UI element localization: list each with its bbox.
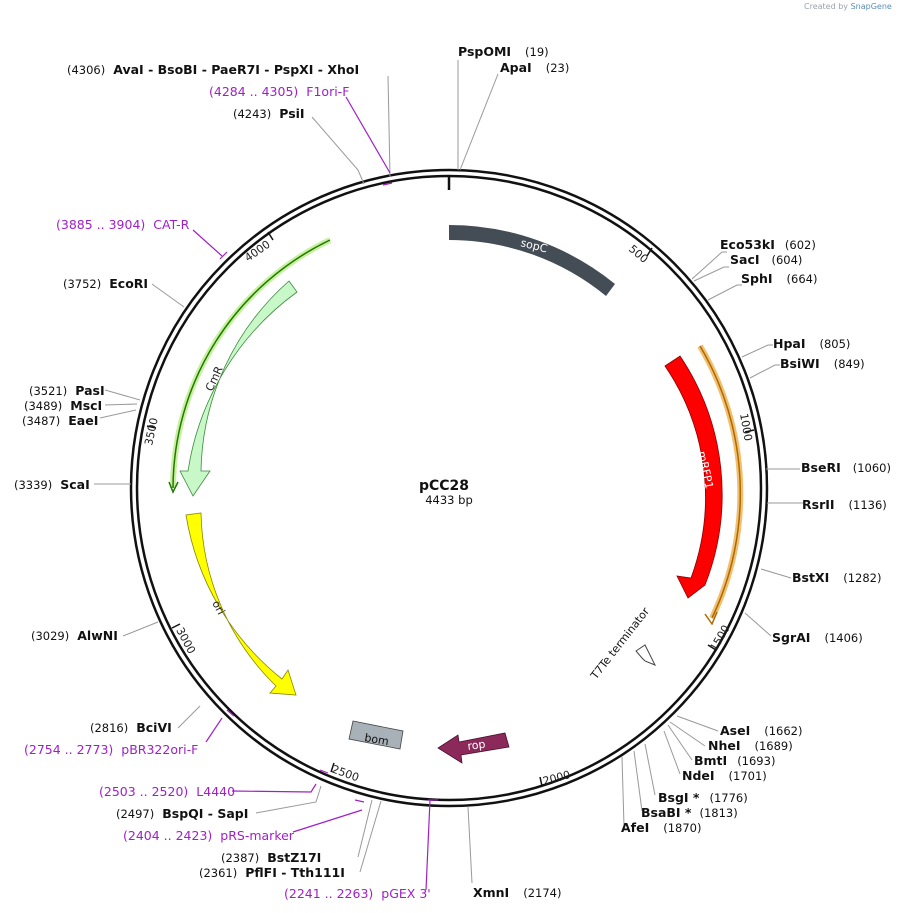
feature-ori[interactable] — [185, 512, 297, 696]
enzyme-site[interactable]: SgrAI(1406) — [772, 630, 863, 645]
enzyme-site[interactable]: (2816)BciVI — [90, 720, 172, 735]
enzyme-labels-left: (2361)PflFI - Tth111I (2387)BstZ17I (249… — [14, 62, 359, 880]
enzyme-site[interactable]: PspOMI(19) — [458, 44, 549, 59]
enzyme-site[interactable]: ApaI(23) — [500, 60, 569, 75]
enzyme-site[interactable]: (2497)BspQI - SapI — [116, 806, 248, 821]
snapgene-brand: SnapGene — [850, 2, 892, 11]
enzyme-site[interactable]: XmnI(2174) — [473, 885, 561, 900]
feature-label-ori: ori — [209, 598, 227, 617]
feature-sopC[interactable] — [449, 225, 615, 296]
primer-site[interactable]: (2404 .. 2423)pRS-marker — [123, 828, 295, 843]
enzyme-site[interactable]: SphI(664) — [741, 271, 817, 286]
feature-label-rop: rop — [467, 738, 487, 753]
enzyme-site[interactable]: (3339)ScaI — [14, 477, 90, 492]
enzyme-site[interactable]: BmtI(1693) — [694, 753, 775, 768]
enzyme-site[interactable]: (3487)EaeI — [22, 413, 98, 428]
feature-T7Te-terminator[interactable] — [635, 644, 657, 666]
leader-lines — [94, 60, 803, 884]
enzyme-site[interactable]: BseRI(1060) — [801, 460, 891, 475]
enzyme-site[interactable]: Eco53kI(602) — [720, 237, 816, 252]
feature-label-CmR: CmR — [203, 364, 226, 393]
tick-label: 3500 — [142, 417, 161, 447]
enzyme-site[interactable]: AseI(1662) — [720, 723, 803, 738]
enzyme-site[interactable]: BsiWI(849) — [780, 356, 865, 371]
enzyme-site[interactable]: BstXI(1282) — [792, 570, 881, 585]
enzyme-site[interactable]: NheI(1689) — [708, 738, 793, 753]
enzyme-site[interactable]: (3752)EcoRI — [63, 276, 148, 291]
enzyme-site[interactable]: (4243)PsiI — [233, 106, 305, 121]
plasmid-name: pCC28 — [419, 478, 469, 494]
primer-marks — [192, 96, 438, 891]
enzyme-site[interactable]: NdeI(1701) — [682, 768, 767, 783]
primer-site[interactable]: (2503 .. 2520)L4440 — [99, 784, 235, 799]
plasmid-length: 4433 bp — [425, 493, 473, 507]
primer-site[interactable]: (2754 .. 2773)pBR322ori-F — [24, 742, 198, 757]
enzyme-site[interactable]: BsgI *(1776) — [658, 790, 748, 805]
enzyme-site[interactable]: (3029)AlwNI — [31, 628, 118, 643]
feature-bom[interactable] — [348, 720, 404, 750]
feature-label-bom: bom — [363, 731, 389, 748]
enzyme-site[interactable]: SacI(604) — [730, 252, 802, 267]
enzyme-site[interactable]: BsaBI *(1813) — [641, 805, 738, 820]
feature-CmR[interactable] — [179, 280, 298, 497]
enzyme-labels: PspOMI(19) ApaI(23) Eco53kI(602) SacI(60… — [458, 44, 891, 900]
primer-site[interactable]: (4284 .. 4305)F1ori-F — [209, 84, 349, 99]
feature-label-sopC: sopC — [519, 236, 549, 255]
enzyme-site[interactable]: (2361)PflFI - Tth111I — [199, 865, 345, 880]
tick-label: 2000 — [541, 768, 571, 788]
primer-site[interactable]: (3885 .. 3904)CAT-R — [56, 217, 190, 232]
primer-site[interactable]: (2241 .. 2263)pGEX 3' — [284, 886, 431, 901]
feature-label-T7Te: T7Te terminator — [588, 605, 653, 683]
enzyme-site[interactable]: (3521)PasI — [29, 383, 105, 398]
enzyme-site[interactable]: (4306)AvaI - BsoBI - PaeR7I - PspXI - Xh… — [67, 62, 359, 77]
enzyme-site[interactable]: (2387)BstZ17I — [221, 850, 321, 865]
feature-rop[interactable] — [437, 732, 510, 764]
feature-mRFP1[interactable] — [664, 355, 723, 599]
backbone — [129, 168, 769, 808]
enzyme-site[interactable]: RsrII(1136) — [802, 497, 887, 512]
tick-label: 1000 — [737, 412, 755, 442]
snapgene-credit: Created by SnapGene — [804, 2, 892, 11]
primer-labels: (4284 .. 4305)F1ori-F (3885 .. 3904)CAT-… — [24, 84, 431, 901]
credit-prefix: Created by — [804, 2, 849, 11]
enzyme-site[interactable]: (3489)MscI — [24, 398, 102, 413]
enzyme-site[interactable]: HpaI(805) — [773, 336, 850, 351]
enzyme-site[interactable]: AfeI(1870) — [621, 820, 702, 835]
